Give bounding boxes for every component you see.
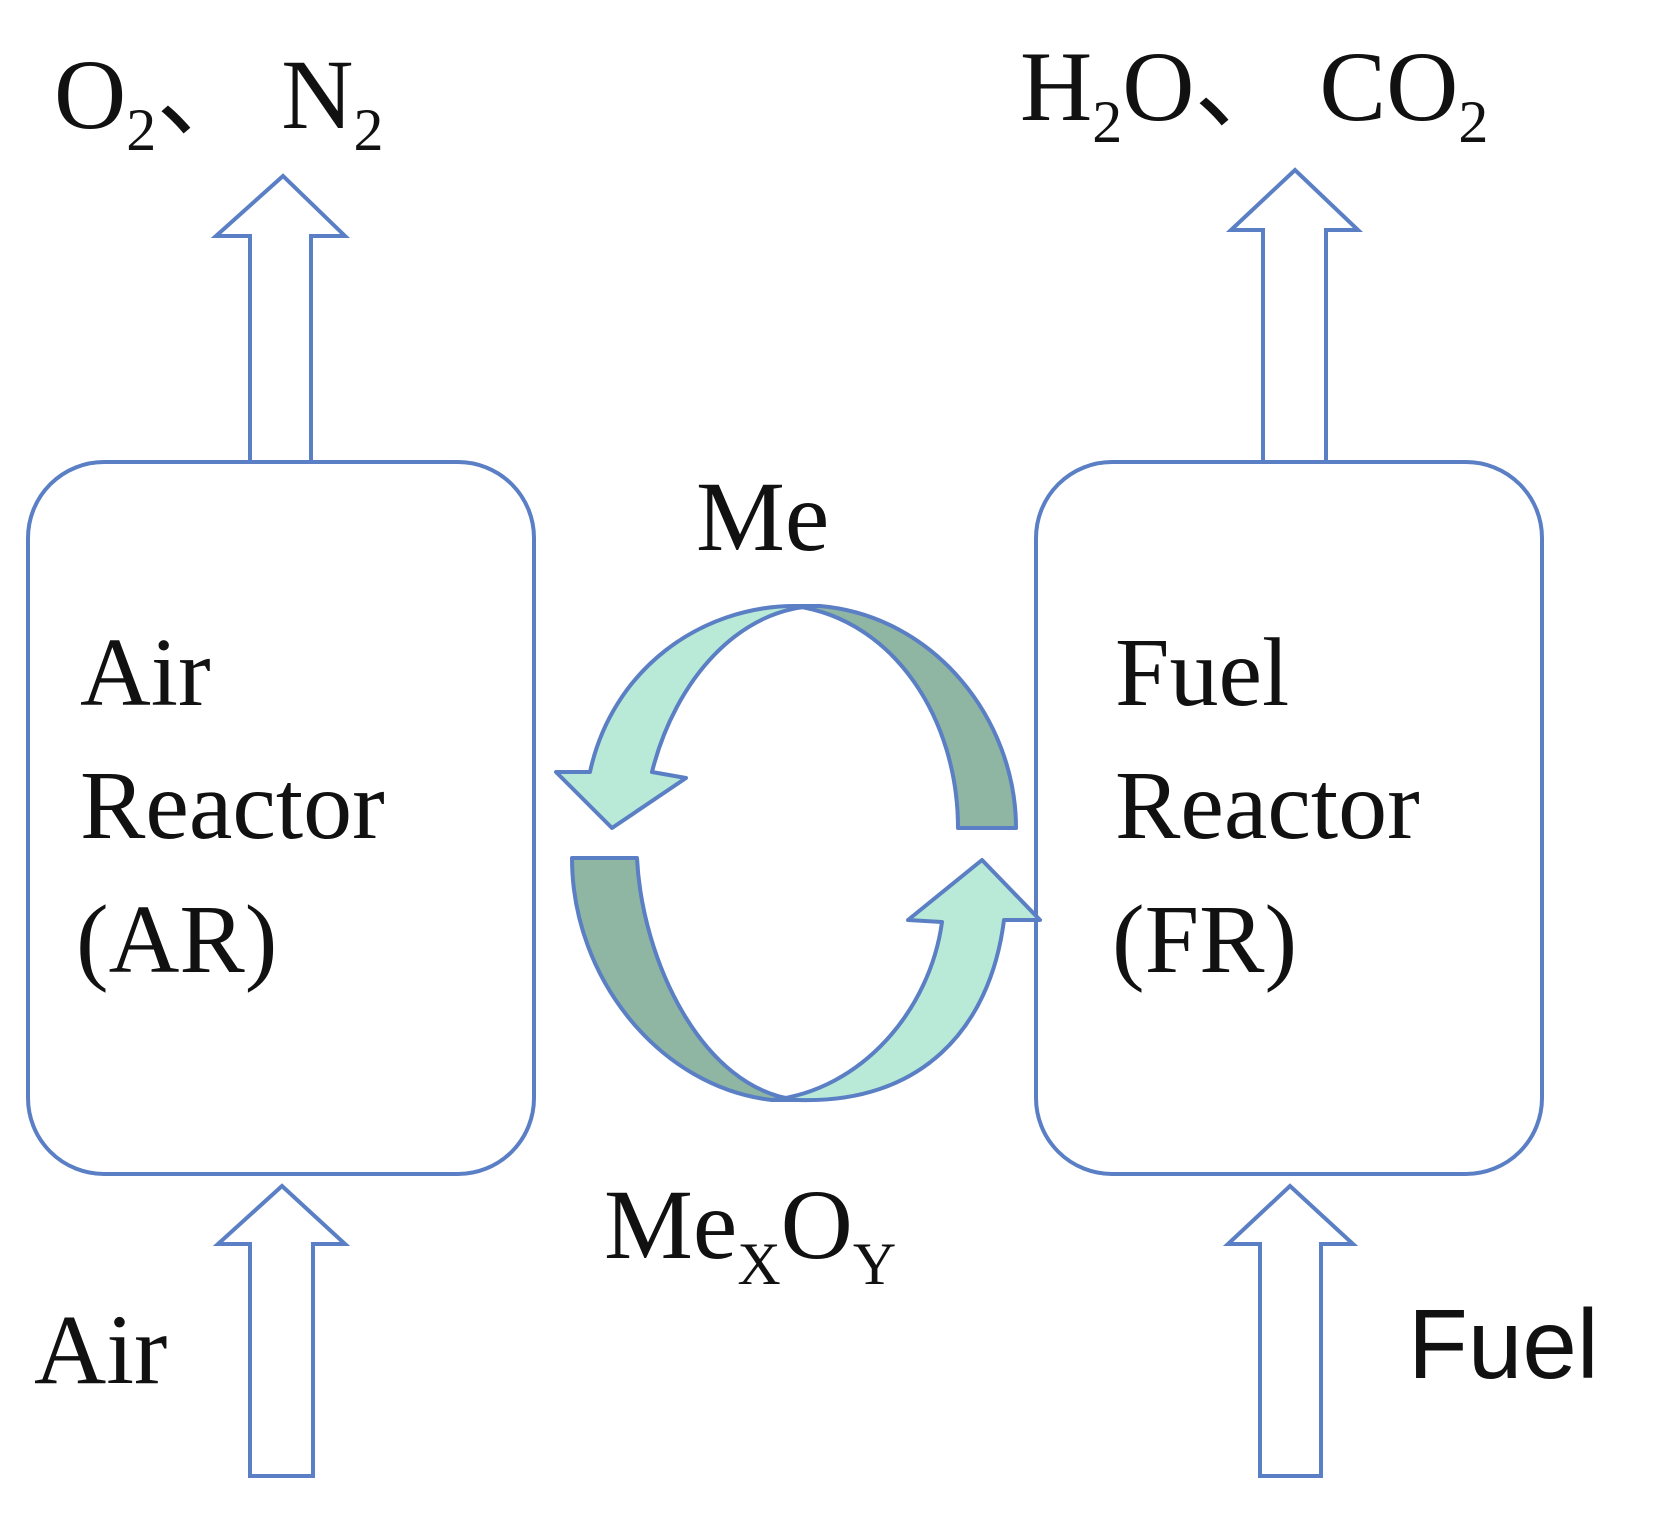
fuel-reactor-output-label: H2O、 CO2 bbox=[1020, 31, 1488, 155]
air-inlet-label: Air bbox=[34, 1294, 167, 1405]
cycle-arrow-me-to-ar bbox=[554, 604, 822, 830]
cycle-band-bottom-dark bbox=[570, 856, 800, 1102]
air-reactor-label-line1: Air bbox=[80, 619, 211, 727]
fuel-reactor-exhaust-arrow bbox=[1225, 167, 1363, 464]
cycle-band-top-dark bbox=[793, 604, 1018, 830]
fuel-inlet-arrow bbox=[1222, 1183, 1359, 1478]
fuel-reactor-box bbox=[1034, 460, 1544, 1176]
cycle-bottom-label: MeXOY bbox=[604, 1169, 896, 1297]
fuel-inlet-label: Fuel bbox=[1408, 1289, 1599, 1399]
cycle-top-label: Me bbox=[696, 461, 829, 572]
air-reactor-exhaust-arrow bbox=[210, 173, 350, 464]
air-reactor-output-label: O2、 N2 bbox=[54, 39, 383, 163]
air-reactor-label-line2: Reactor bbox=[80, 752, 385, 860]
air-reactor-label-line3: (AR) bbox=[76, 886, 277, 994]
air-inlet-arrow bbox=[212, 1183, 351, 1478]
fuel-reactor-label-line2: Reactor bbox=[1115, 752, 1420, 860]
fuel-reactor-label-line3: (FR) bbox=[1112, 886, 1297, 994]
cycle-arrow-mexoy-to-fr bbox=[770, 858, 1042, 1103]
fuel-reactor-label-line1: Fuel bbox=[1115, 619, 1289, 727]
air-reactor-box bbox=[26, 460, 536, 1176]
